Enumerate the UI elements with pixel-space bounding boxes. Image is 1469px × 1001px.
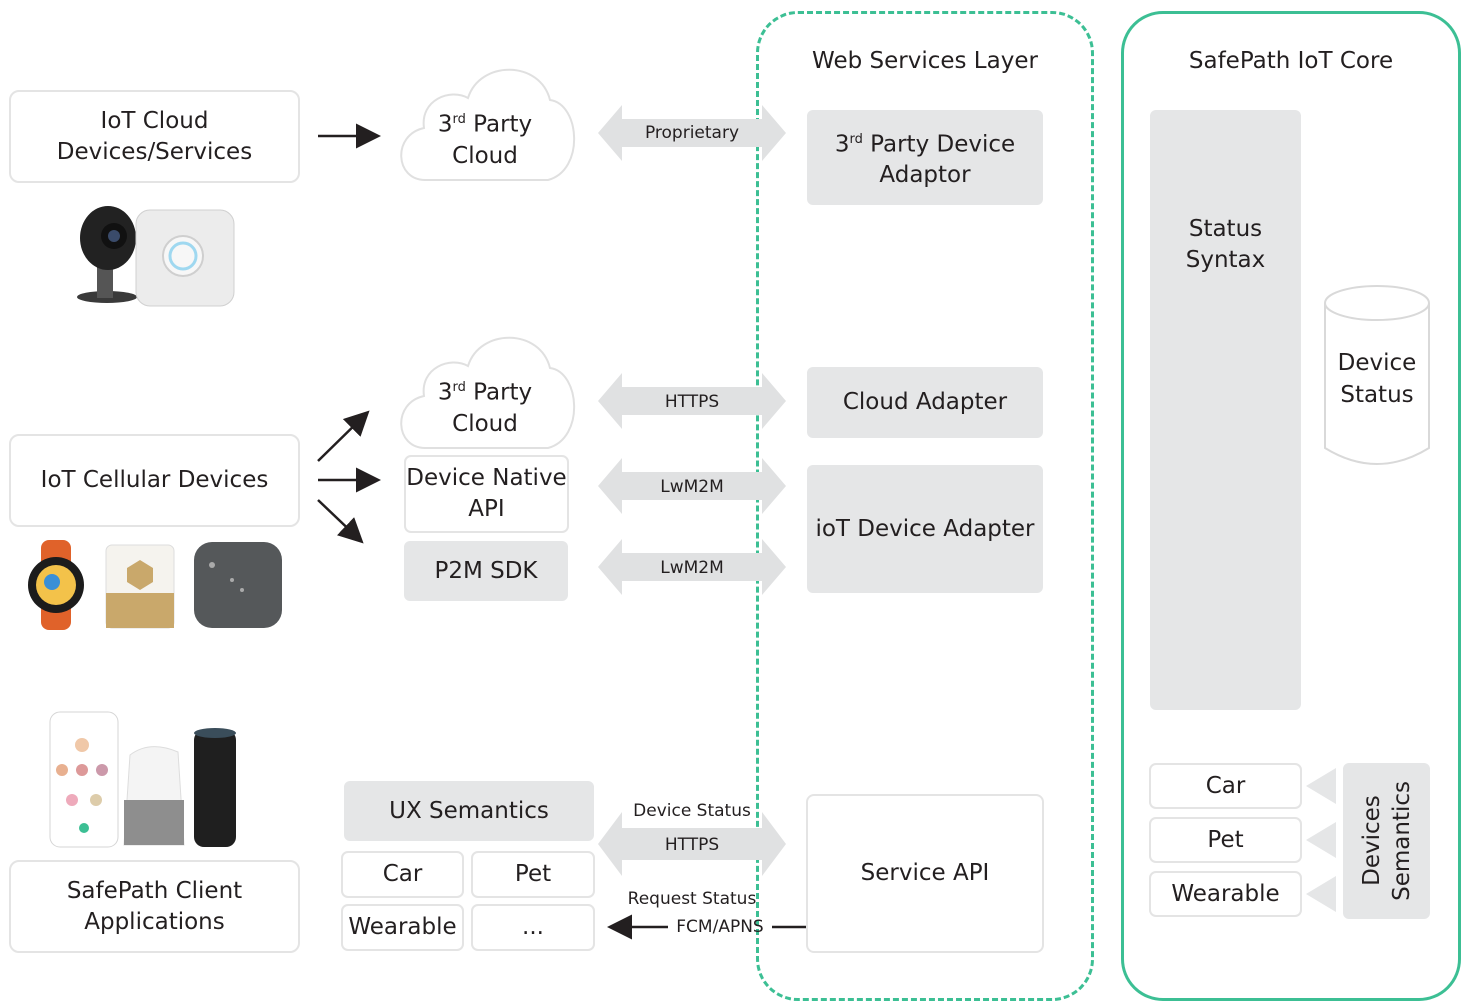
status-syntax-box: Status Syntax [1150,110,1301,710]
smartwatch-icon [28,540,84,630]
device-native-api-box: Device Native API [404,455,569,533]
safepath-client-apps-box: SafePath Client Applications [9,860,300,953]
third-party-cloud-top-label: 3rd Party Cloud [437,111,533,169]
iot-cellular-devices-label: IoT Cellular Devices [40,467,269,493]
lwm2m-label-1: LwM2M [660,477,724,497]
double-arrow-proprietary [598,105,786,161]
iot-device-adapter-box: ioT Device Adapter [807,465,1043,593]
third-party-device-adaptor-box: 3rd Party Device Adaptor [807,110,1043,205]
service-api-box: Service API [806,794,1044,953]
ux-wearable-box: Wearable [341,904,464,951]
status-syntax-label: Status Syntax [1185,216,1266,273]
device-status-label: Device Status [1337,350,1417,408]
safepath-client-apps-label: SafePath Client Applications [66,877,243,935]
web-services-layer-title: Web Services Layer [812,48,1038,74]
smartphone-app-icon [49,711,119,848]
device-native-api-label: Device Native API [406,465,567,522]
iot-device-adapter-label: ioT Device Adapter [815,515,1035,542]
echo-speaker-icon [194,728,236,847]
p2m-sdk-box: P2M SDK [404,541,568,601]
semantics-pointers [1306,768,1336,912]
third-party-device-adaptor-label: 3rd Party Device Adaptor [834,131,1016,189]
ux-more-box: ... [471,904,595,951]
lwm2m-label-2: LwM2M [660,558,724,578]
ux-pet-box: Pet [471,851,595,898]
core-pet-box: Pet [1149,817,1302,863]
device-status-connector-label: Device Status [633,801,751,821]
safepath-iot-core-title: SafePath IoT Core [1188,48,1394,74]
core-wearable-box: Wearable [1149,871,1302,917]
cellular-hub-icon [194,542,282,628]
third-party-cloud-mid-shape [400,336,576,449]
third-party-cloud-top-shape [400,68,576,181]
smoke-detector-icon [135,209,235,307]
core-car-box: Car [1149,763,1302,809]
third-party-cloud-mid-label: 3rd Party Cloud [437,379,533,437]
https-label-2: HTTPS [664,835,720,855]
devices-semantics-box: Devices Semantics [1343,763,1430,919]
proprietary-label: Proprietary [644,123,740,143]
double-arrow-https-2 [598,812,786,876]
double-arrows [598,105,786,876]
double-arrow-lwm2m-2 [598,539,786,595]
iot-cellular-devices-box: IoT Cellular Devices [9,434,300,527]
double-arrow-https-1 [598,373,786,429]
iot-cloud-devices-label: IoT Cloud Devices/Services [56,107,253,165]
arrow-cellular-to-cloud [317,410,370,462]
https-label-1: HTTPS [664,392,720,412]
cloud-adapter-box: Cloud Adapter [807,367,1043,438]
cloud-adapter-label: Cloud Adapter [842,389,1008,415]
fcm-apns-label: FCM/APNS [676,917,764,937]
request-status-label: Request Status [627,889,757,909]
security-camera-icon [77,206,137,303]
gps-tracker-icon [105,544,175,629]
ux-car-box: Car [341,851,464,898]
smart-speaker-icon [123,746,185,846]
double-arrow-lwm2m-1 [598,458,786,514]
iot-cloud-devices-box: IoT Cloud Devices/Services [9,90,300,183]
ux-semantics-title: UX Semantics [389,797,549,824]
arrow-cellular-to-p2m [317,499,364,544]
ux-semantics-box: UX Semantics [344,781,594,841]
p2m-sdk-label: P2M SDK [434,557,538,584]
service-api-label: Service API [860,860,990,886]
